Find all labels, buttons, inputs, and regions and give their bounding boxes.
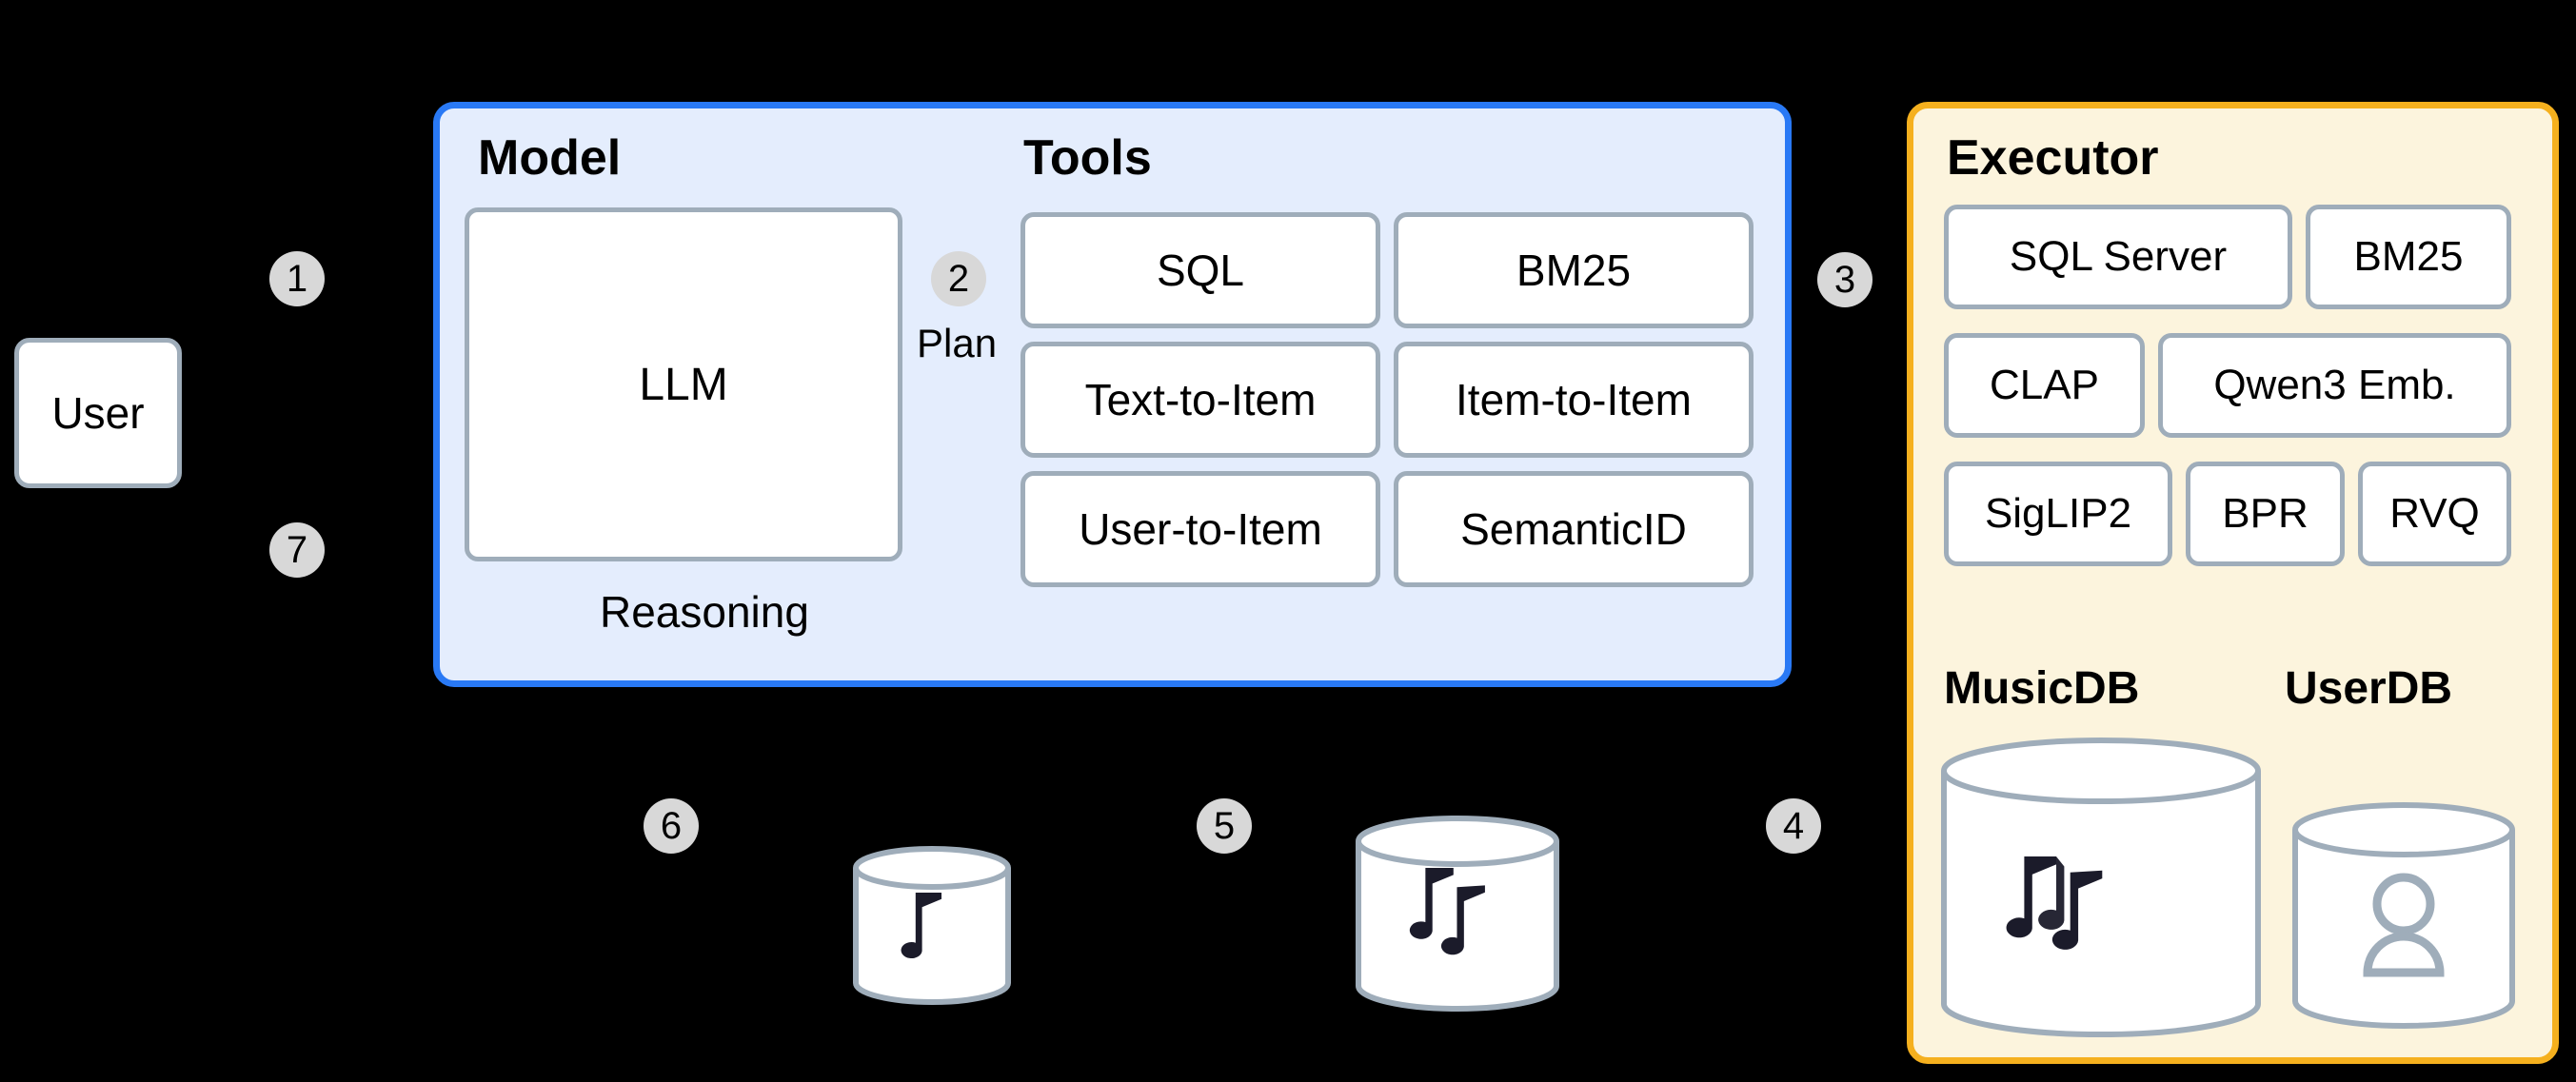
music-note-icon [901, 893, 941, 959]
user-node[interactable]: User [14, 338, 182, 488]
step-badge-4: 4 [1766, 798, 1821, 854]
user-label: User [51, 388, 145, 438]
tool-bm25[interactable]: BM25 [1394, 212, 1754, 328]
userdb-label: UserDB [2285, 663, 2453, 714]
tool-sql[interactable]: SQL [1020, 212, 1380, 328]
executor-component-label: RVQ [2389, 490, 2480, 537]
executor-component-label: CLAP [1990, 362, 2099, 408]
executor-component-label: SigLIP2 [1984, 490, 2132, 537]
music-notes-icon [1409, 868, 1485, 955]
tool-item-to-item[interactable]: Item-to-Item [1394, 342, 1754, 458]
executor-sql-server[interactable]: SQL Server [1944, 205, 2292, 309]
executor-component-label: Qwen3 Emb. [2213, 362, 2456, 408]
executor-qwen3-emb[interactable]: Qwen3 Emb. [2158, 333, 2511, 438]
step-number: 2 [947, 258, 970, 300]
tool-user-to-item[interactable]: User-to-Item [1020, 471, 1380, 587]
executor-siglip2[interactable]: SigLIP2 [1944, 462, 2172, 566]
llm-label: LLM [639, 359, 728, 410]
step-number: 1 [286, 258, 308, 300]
tool-label: Text-to-Item [1084, 375, 1317, 424]
llm-node[interactable]: LLM [465, 207, 902, 561]
large-music-cylinder[interactable] [1356, 816, 1559, 1012]
step-number: 4 [1782, 805, 1805, 847]
executor-component-label: SQL Server [2009, 233, 2228, 280]
step-badge-6: 6 [644, 798, 699, 854]
step-badge-3: 3 [1817, 252, 1873, 307]
step-badge-2: 2 [931, 251, 986, 306]
step-badge-7: 7 [269, 522, 325, 578]
tools-section-title: Tools [1023, 130, 1152, 186]
tool-label: User-to-Item [1079, 504, 1322, 554]
small-music-cylinder[interactable] [853, 846, 1011, 1005]
plan-label: Plan [917, 321, 998, 365]
reasoning-label: Reasoning [600, 587, 809, 637]
tool-semanticid[interactable]: SemanticID [1394, 471, 1754, 587]
executor-clap[interactable]: CLAP [1944, 333, 2145, 438]
step-number: 5 [1213, 805, 1236, 847]
tool-label: SQL [1156, 246, 1245, 295]
model-panel-title: Model [478, 130, 622, 186]
executor-rvq[interactable]: RVQ [2358, 462, 2511, 566]
step-number: 6 [660, 805, 683, 847]
executor-bpr[interactable]: BPR [2186, 462, 2345, 566]
musicdb-label: MusicDB [1944, 663, 2140, 714]
tool-label: SemanticID [1460, 504, 1687, 554]
tool-label: BM25 [1516, 246, 1632, 295]
step-badge-5: 5 [1197, 798, 1252, 854]
executor-component-label: BPR [2222, 490, 2308, 537]
step-number: 3 [1833, 259, 1856, 301]
step-badge-1: 1 [269, 251, 325, 306]
tool-label: Item-to-Item [1456, 375, 1692, 424]
executor-panel-title: Executor [1947, 130, 2159, 186]
tool-text-to-item[interactable]: Text-to-Item [1020, 342, 1380, 458]
executor-component-label: BM25 [2353, 233, 2464, 280]
step-number: 7 [286, 529, 308, 571]
executor-bm25[interactable]: BM25 [2306, 205, 2511, 309]
